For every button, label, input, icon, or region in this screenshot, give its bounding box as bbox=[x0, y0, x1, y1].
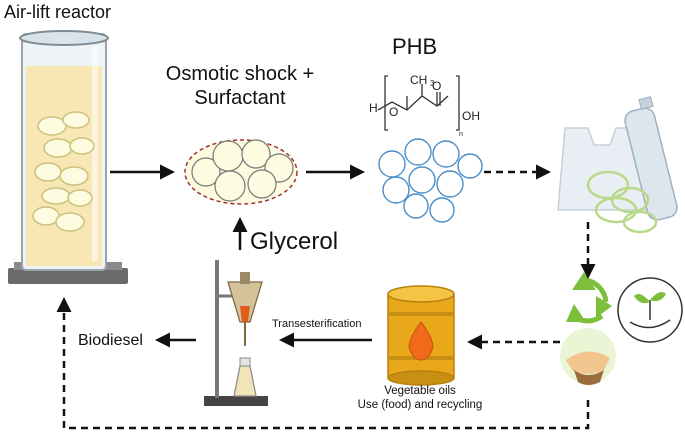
repeat-n: n bbox=[459, 131, 463, 138]
compost-hand-icon bbox=[560, 328, 616, 385]
atom-h: H bbox=[369, 101, 378, 115]
phb-structure bbox=[377, 75, 460, 131]
atom-o-carbonyl: O bbox=[432, 79, 441, 93]
separatory-funnel-setup bbox=[204, 260, 268, 406]
label-use-recycling: Use (food) and recycling bbox=[357, 399, 483, 411]
label-transesterification: Transesterification bbox=[272, 318, 362, 330]
phb-granules bbox=[378, 138, 483, 223]
plastic-products bbox=[557, 96, 678, 234]
label-air-lift-reactor: Air-lift reactor bbox=[4, 2, 112, 22]
label-osmotic-line1: Osmotic shock + bbox=[165, 63, 315, 85]
group-oh: OH bbox=[462, 109, 480, 123]
reactor-cells bbox=[32, 111, 95, 232]
oil-barrel bbox=[387, 285, 455, 386]
osmotic-shock-capsule bbox=[184, 139, 298, 205]
label-glycerol: Glycerol bbox=[250, 228, 339, 255]
group-ch3: CH bbox=[410, 73, 427, 87]
label-vegetable-oils-line1: Vegetable oils bbox=[384, 385, 456, 397]
dashed-flow-arrows bbox=[56, 164, 596, 430]
subscript-3: 3 bbox=[430, 79, 435, 88]
label-osmotic-shock: Osmotic shock + Surfactant bbox=[140, 62, 340, 110]
label-osmotic-line2: Surfactant bbox=[194, 87, 286, 109]
atom-o: O bbox=[389, 105, 398, 119]
flow-arrows bbox=[110, 164, 372, 348]
plant-in-hand-icon bbox=[617, 277, 683, 343]
arrow-loop-to-reactor bbox=[56, 297, 590, 430]
air-lift-reactor bbox=[8, 30, 128, 284]
recycle-icon bbox=[566, 272, 612, 324]
label-vegetable-oils: Vegetable oils Use (food) and recycling bbox=[340, 384, 500, 412]
label-biodiesel: Biodiesel bbox=[78, 332, 143, 349]
label-phb: PHB bbox=[392, 34, 438, 59]
